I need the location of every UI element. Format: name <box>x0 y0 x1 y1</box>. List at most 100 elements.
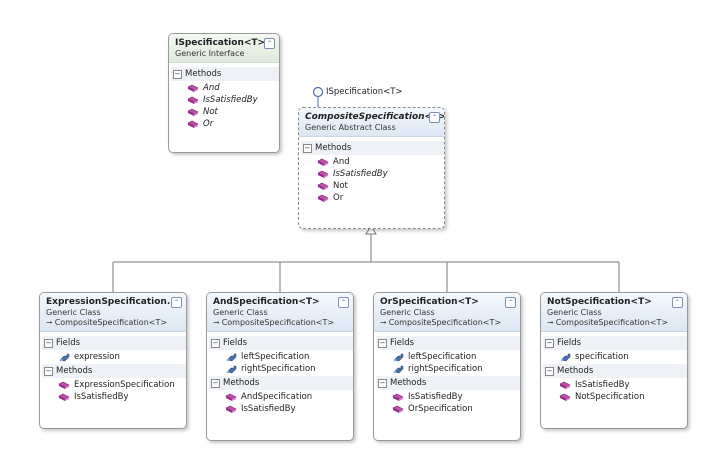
collapse-chevron-icon[interactable]: ⌃ <box>171 297 182 308</box>
section-collapse-icon[interactable]: − <box>545 338 554 348</box>
method-icon <box>187 120 199 129</box>
collapse-chevron-icon[interactable]: ⌃ <box>672 297 683 308</box>
class-title: OrSpecification<T> <box>380 297 479 307</box>
field-item[interactable]: specification <box>545 351 687 363</box>
method-item[interactable]: And <box>173 82 279 94</box>
method-item[interactable]: OrSpecification <box>378 403 520 415</box>
section-label: Methods <box>185 69 222 79</box>
field-item[interactable]: expression <box>44 351 186 363</box>
field-icon <box>559 353 571 362</box>
collapse-chevron-icon[interactable]: ⌃ <box>338 297 349 308</box>
methods-section-header[interactable]: −Methods <box>42 364 186 378</box>
method-item[interactable]: IsSatisfiedBy <box>303 168 444 180</box>
method-icon <box>392 393 404 402</box>
methods-section-header[interactable]: −Methods <box>543 364 687 378</box>
or-specification-box[interactable]: OrSpecification<T> Generic Class ➞Compos… <box>373 292 521 441</box>
method-item[interactable]: Not <box>303 180 444 192</box>
interface-methods-section: − Methods And IsSatisfiedBy Not Or <box>169 63 279 132</box>
composite-kind: Generic Abstract Class <box>305 123 396 132</box>
section-collapse-icon[interactable]: − <box>211 378 220 388</box>
method-icon <box>187 108 199 117</box>
method-icon <box>392 405 404 414</box>
methods-section-header[interactable]: − Methods <box>171 67 279 81</box>
fields-section: −Fields specification −Methods IsSatisfi… <box>541 332 687 405</box>
interface-title: ISpecification<T> <box>175 38 266 48</box>
method-item[interactable]: IsSatisfiedBy <box>378 391 520 403</box>
section-collapse-icon[interactable]: − <box>378 378 387 388</box>
section-label: Methods <box>315 143 352 153</box>
method-item[interactable]: Or <box>173 118 279 130</box>
section-collapse-icon[interactable]: − <box>211 338 220 348</box>
field-item[interactable]: rightSpecification <box>378 363 520 375</box>
composite-box[interactable]: CompositeSpecification<T> Generic Abstra… <box>298 107 445 229</box>
method-item[interactable]: IsSatisfiedBy <box>44 391 186 403</box>
inherits-line: ➞CompositeSpecification<T> <box>547 318 669 327</box>
method-icon <box>225 405 237 414</box>
fields-section-header[interactable]: −Fields <box>42 336 186 350</box>
class-header: OrSpecification<T> Generic Class ➞Compos… <box>374 293 520 332</box>
methods-section-header[interactable]: −Methods <box>376 376 520 390</box>
composite-header: CompositeSpecification<T> Generic Abstra… <box>299 108 444 137</box>
method-item[interactable]: NotSpecification <box>545 391 687 403</box>
method-icon <box>559 381 571 390</box>
inherits-line: ➞CompositeSpecification<T> <box>213 318 335 327</box>
method-item[interactable]: IsSatisfiedBy <box>545 379 687 391</box>
class-kind: Generic Class <box>380 308 435 317</box>
class-header: AndSpecification<T> Generic Class ➞Compo… <box>207 293 353 332</box>
section-collapse-icon[interactable]: − <box>44 366 53 376</box>
field-icon <box>225 353 237 362</box>
and-specification-box[interactable]: AndSpecification<T> Generic Class ➞Compo… <box>206 292 354 441</box>
lollipop-label: ISpecification<T> <box>326 87 403 97</box>
fields-section: −Fields leftSpecification rightSpecifica… <box>374 332 520 417</box>
inheritance-arrowhead <box>365 225 377 235</box>
collapse-chevron-icon[interactable]: ⌃ <box>264 38 275 49</box>
class-kind: Generic Class <box>46 308 101 317</box>
fields-section-header[interactable]: −Fields <box>209 336 353 350</box>
method-icon <box>225 393 237 402</box>
method-icon <box>187 96 199 105</box>
inherits-line: ➞CompositeSpecification<T> <box>46 318 168 327</box>
section-collapse-icon[interactable]: − <box>378 338 387 348</box>
method-icon <box>559 393 571 402</box>
fields-section-header[interactable]: −Fields <box>543 336 687 350</box>
method-item[interactable]: And <box>303 156 444 168</box>
method-item[interactable]: IsSatisfiedBy <box>211 403 353 415</box>
method-icon <box>187 84 199 93</box>
section-collapse-icon[interactable]: − <box>173 69 182 79</box>
field-item[interactable]: leftSpecification <box>378 351 520 363</box>
method-item[interactable]: Not <box>173 106 279 118</box>
field-item[interactable]: leftSpecification <box>211 351 353 363</box>
methods-section-header[interactable]: − Methods <box>301 141 444 155</box>
method-icon <box>317 182 329 191</box>
method-item[interactable]: ExpressionSpecification <box>44 379 186 391</box>
fields-section: −Fields expression −Methods ExpressionSp… <box>40 332 186 405</box>
method-icon <box>317 194 329 203</box>
class-kind: Generic Class <box>213 308 268 317</box>
composite-title: CompositeSpecification<T> <box>305 112 445 122</box>
interface-box[interactable]: ISpecification<T> Generic Interface ⌃ − … <box>168 33 280 153</box>
section-collapse-icon[interactable]: − <box>545 366 554 376</box>
inherits-line: ➞CompositeSpecification<T> <box>380 318 502 327</box>
fields-section-header[interactable]: −Fields <box>376 336 520 350</box>
method-item[interactable]: AndSpecification <box>211 391 353 403</box>
method-icon <box>317 170 329 179</box>
collapse-chevron-icon[interactable]: ⌃ <box>505 297 516 308</box>
section-collapse-icon[interactable]: − <box>44 338 53 348</box>
methods-section-header[interactable]: −Methods <box>209 376 353 390</box>
class-kind: Generic Class <box>547 308 602 317</box>
class-header: NotSpecification<T> Generic Class ➞Compo… <box>541 293 687 332</box>
collapse-chevron-icon[interactable]: ⌃ <box>429 112 440 123</box>
field-item[interactable]: rightSpecification <box>211 363 353 375</box>
expression-specification-box[interactable]: ExpressionSpecification... Generic Class… <box>39 292 187 429</box>
method-item[interactable]: IsSatisfiedBy <box>173 94 279 106</box>
not-specification-box[interactable]: NotSpecification<T> Generic Class ➞Compo… <box>540 292 688 429</box>
composite-methods-section: − Methods And IsSatisfiedBy Not Or <box>299 137 444 206</box>
class-title: ExpressionSpecification... <box>46 297 178 307</box>
interface-header: ISpecification<T> Generic Interface ⌃ <box>169 34 279 63</box>
section-collapse-icon[interactable]: − <box>303 143 312 153</box>
field-icon <box>58 353 70 362</box>
method-icon <box>317 158 329 167</box>
method-item[interactable]: Or <box>303 192 444 204</box>
field-icon <box>225 365 237 374</box>
lollipop-interface-icon <box>312 86 324 98</box>
